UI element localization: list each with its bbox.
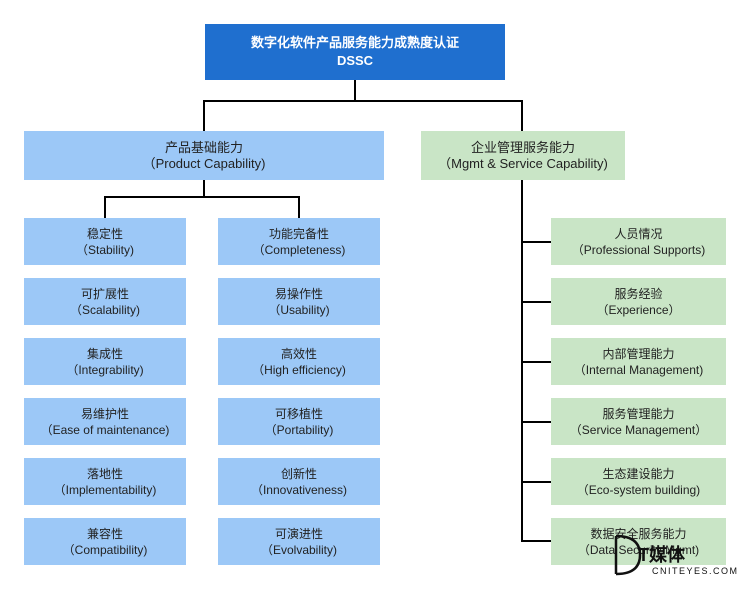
mgmt-item: 生态建设能力 （Eco-system building): [551, 458, 726, 505]
product-left-item: 可扩展性 （Scalability): [24, 278, 186, 325]
item-en: （Innovativeness): [250, 482, 348, 497]
connector-mgmt-branch: [521, 481, 551, 483]
watermark-logo-icon: [614, 534, 642, 576]
item-cn: 人员情况: [614, 226, 663, 241]
item-en: （Experience）: [596, 302, 681, 317]
product-right-item: 创新性 （Innovativeness): [218, 458, 380, 505]
item-en: （Portability): [264, 422, 334, 437]
mgmt-item: 服务管理能力 （Service Management）: [551, 398, 726, 445]
product-right-item: 可移植性 （Portability): [218, 398, 380, 445]
item-en: （Internal Management): [573, 362, 704, 377]
product-left-item: 稳定性 （Stability): [24, 218, 186, 265]
mgmt-title: 企业管理服务能力: [470, 139, 575, 155]
connector-mgmt-up: [521, 100, 523, 132]
item-cn: 生态建设能力: [602, 466, 675, 481]
item-cn: 服务管理能力: [602, 406, 675, 421]
item-cn: 兼容性: [86, 526, 123, 541]
item-en: （Compatibility): [62, 542, 148, 557]
product-right-item: 高效性 （High efficiency): [218, 338, 380, 385]
item-cn: 创新性: [280, 466, 317, 481]
product-right-item: 可演进性 （Evolvability): [218, 518, 380, 565]
mgmt-subtitle: （Mgmt & Service Capability): [438, 155, 608, 171]
product-left-item: 易维护性 （Ease of maintenance): [24, 398, 186, 445]
root-abbr: DSSC: [336, 53, 374, 68]
connector-mgmt-branch: [521, 301, 551, 303]
item-en: （Ease of maintenance): [40, 422, 170, 437]
item-cn: 功能完备性: [268, 226, 329, 241]
connector-right-col: [298, 196, 300, 218]
watermark-url: CNITEYES.COM: [652, 566, 739, 576]
product-title: 产品基础能力: [164, 139, 243, 155]
mgmt-item: 内部管理能力 （Internal Management): [551, 338, 726, 385]
item-cn: 高效性: [280, 346, 317, 361]
item-en: （Completeness): [252, 242, 346, 257]
item-cn: 易操作性: [274, 286, 323, 301]
item-cn: 可移植性: [274, 406, 323, 421]
item-en: （Integrability): [66, 362, 144, 377]
item-cn: 落地性: [86, 466, 123, 481]
watermark-text: T媒体: [638, 545, 685, 565]
root-title: 数字化软件产品服务能力成熟度认证: [250, 35, 459, 50]
connector-product-bar: [104, 196, 300, 198]
product-right-item: 功能完备性 （Completeness): [218, 218, 380, 265]
item-en: （Professional Supports): [571, 242, 706, 257]
connector-left-col: [104, 196, 106, 218]
mgmt-capability-node: 企业管理服务能力 （Mgmt & Service Capability): [421, 131, 625, 180]
item-en: （Usability): [268, 302, 330, 317]
item-en: （High efficiency): [252, 362, 346, 377]
mgmt-item: 服务经验 （Experience）: [551, 278, 726, 325]
root-node: 数字化软件产品服务能力成熟度认证 DSSC: [205, 24, 505, 80]
product-left-item: 集成性 （Integrability): [24, 338, 186, 385]
item-cn: 集成性: [86, 346, 123, 361]
item-en: （Stability): [75, 242, 134, 257]
mgmt-item: 人员情况 （Professional Supports): [551, 218, 726, 265]
product-left-item: 兼容性 （Compatibility): [24, 518, 186, 565]
product-right-item: 易操作性 （Usability): [218, 278, 380, 325]
product-capability-node: 产品基础能力 （Product Capability): [24, 131, 384, 180]
connector-top-bar: [203, 100, 523, 102]
connector-mgmt-branch: [521, 361, 551, 363]
connector-mgmt-branch: [521, 540, 551, 542]
connector-mgmt-branch: [521, 421, 551, 423]
item-en: （Eco-system building): [576, 482, 701, 497]
connector-root-down: [354, 80, 356, 102]
item-cn: 易维护性: [80, 406, 129, 421]
item-cn: 可演进性: [274, 526, 323, 541]
product-subtitle: （Product Capability): [142, 155, 266, 171]
item-cn: 服务经验: [614, 286, 663, 301]
item-en: （Scalability): [69, 302, 141, 317]
connector-product-up: [203, 100, 205, 132]
item-en: （Service Management）: [569, 422, 708, 437]
item-en: （Implementability): [53, 482, 157, 497]
item-cn: 可扩展性: [80, 286, 129, 301]
item-cn: 内部管理能力: [602, 346, 675, 361]
product-left-item: 落地性 （Implementability): [24, 458, 186, 505]
item-cn: 数据安全服务能力: [590, 526, 687, 541]
connector-product-down: [203, 180, 205, 197]
item-en: （Evolvability): [260, 542, 338, 557]
item-cn: 稳定性: [86, 226, 123, 241]
connector-mgmt-branch: [521, 241, 551, 243]
